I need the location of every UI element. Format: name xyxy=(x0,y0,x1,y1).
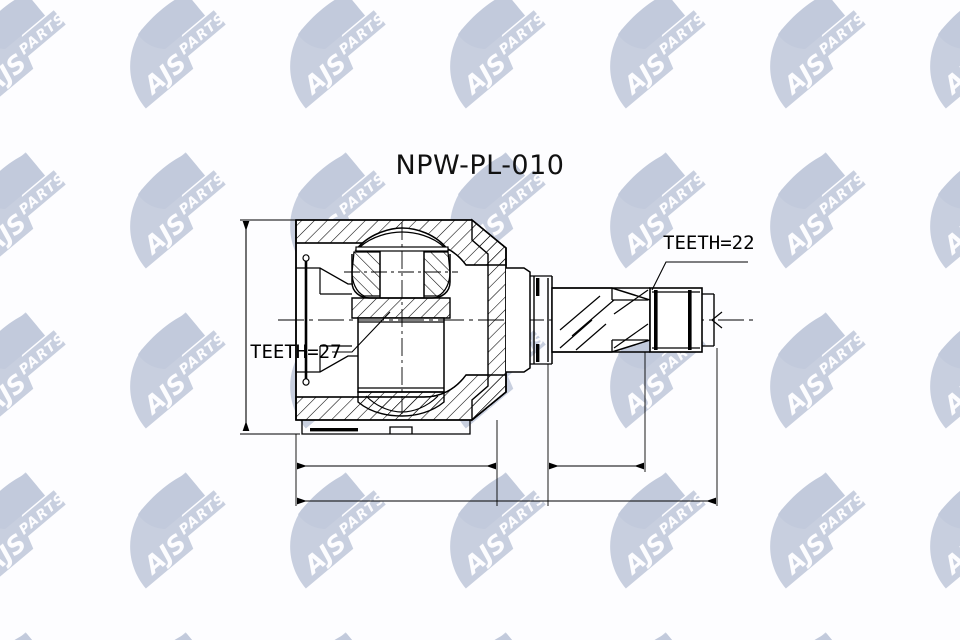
neck-seal-bar-top xyxy=(536,278,540,296)
leader-teeth-22 xyxy=(651,261,748,291)
hub-spline-body xyxy=(357,317,445,393)
neck-seal-bar-bottom xyxy=(536,344,540,362)
spline-bar-right xyxy=(688,290,692,350)
roller-left-hatch xyxy=(351,251,381,297)
circlip-top-eye xyxy=(302,254,310,262)
housing-foot-notch xyxy=(389,426,413,434)
spline-end-block xyxy=(649,287,703,353)
roller-cap-bar xyxy=(355,246,449,252)
page-title: NPW-PL-010 xyxy=(395,150,565,181)
housing-bottom-foot xyxy=(301,420,471,435)
splined-shaft xyxy=(551,287,723,353)
label-teeth-22: TEETH=22 xyxy=(663,232,755,254)
hub-upper-hatch xyxy=(351,297,451,319)
spline-bar-left xyxy=(654,290,658,350)
housing-foot-dark-bar xyxy=(310,428,358,432)
circlip-bottom-eye xyxy=(302,378,310,386)
label-teeth-27: TEETH=27 xyxy=(250,341,342,363)
neck-body xyxy=(506,267,531,373)
seal-neck xyxy=(506,267,553,373)
